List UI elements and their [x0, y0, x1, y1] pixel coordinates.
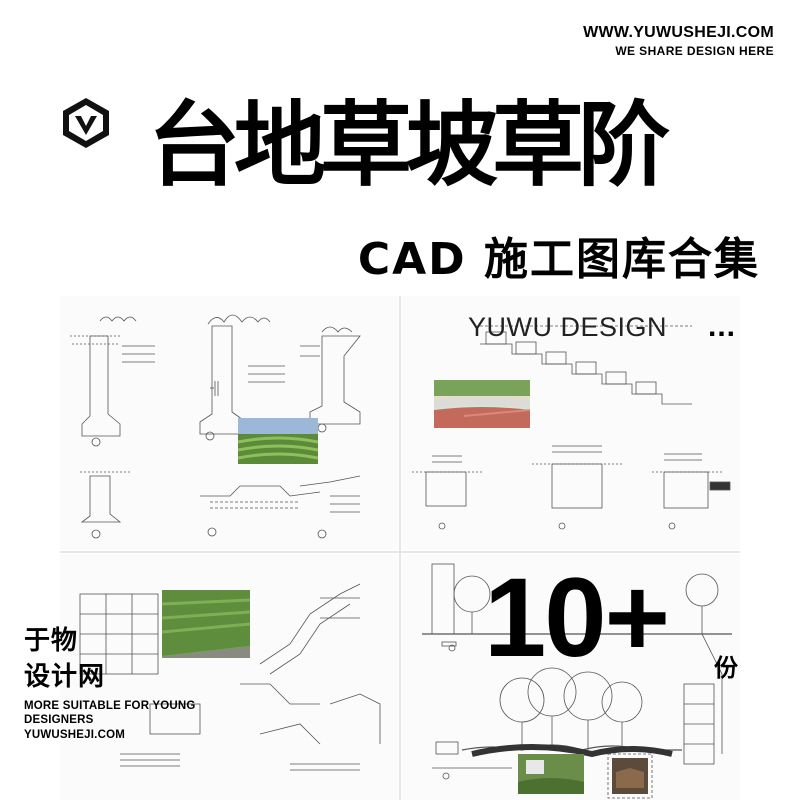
cad-sheet-terrace-elevation-section	[402, 554, 740, 800]
terraced-lawn-photo	[238, 418, 318, 464]
footer-url: YUWUSHEJI.COM	[24, 729, 125, 741]
panel-divider-vertical	[399, 296, 401, 800]
page-subtitle: CAD 施工图库合集	[357, 234, 760, 285]
cad-sheet-retaining-wall-sections	[60, 296, 398, 550]
terrace-garden-photo	[518, 754, 584, 794]
cad-sheet-slope-planting-details	[60, 554, 398, 800]
site-url: WWW.YUWUSHEJI.COM	[583, 24, 774, 41]
site-name-line2: 设计网	[24, 662, 106, 692]
file-count-unit: 份	[714, 654, 738, 682]
stone-detail-photo	[612, 758, 648, 794]
v-hexagon-logo-icon	[63, 98, 109, 148]
file-count: 10+	[484, 555, 670, 680]
ellipsis: ...	[708, 310, 737, 343]
brand-label: YUWU DESIGN	[468, 312, 668, 342]
site-name-line1: 于物	[24, 626, 79, 656]
tagline: MORE SUITABLE FOR YOUNG DESIGNERS	[24, 700, 196, 726]
page-title: 台地草坡草阶	[148, 92, 670, 199]
panel-divider-horizontal	[60, 551, 740, 553]
green-slope-wall-photo	[162, 590, 250, 658]
cad-sheet-grass-step-details	[402, 296, 740, 550]
site-slogan: WE SHARE DESIGN HERE	[615, 44, 774, 58]
grass-steps-photo	[434, 380, 530, 428]
